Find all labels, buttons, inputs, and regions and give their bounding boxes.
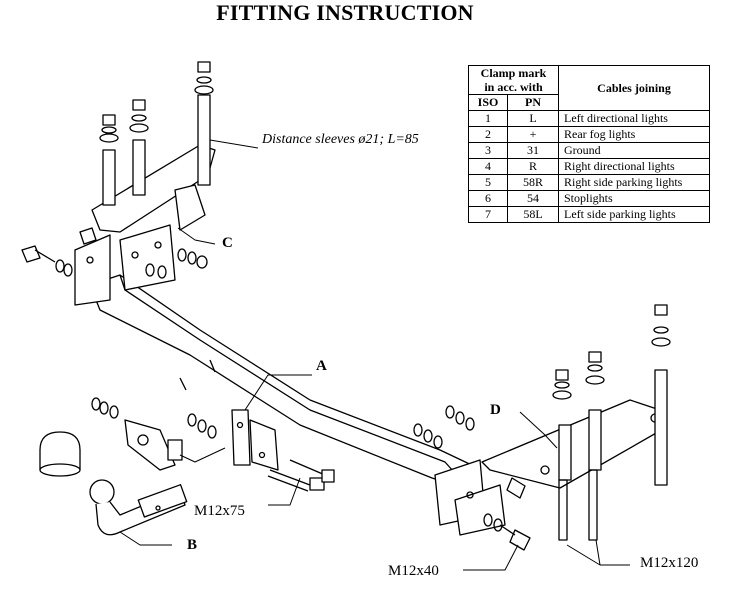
pn-header: PN [507,94,559,111]
left-bracket-c [74,144,216,306]
leader-lines [119,139,630,571]
right-side-bolts [413,405,531,551]
middle-bracket [231,409,335,492]
bolt-label-m12x120: M12x120 [640,555,699,571]
sleeves-label: Distance sleeves ø21; L=85 [262,132,419,147]
left-bolts [99,61,214,206]
page-title: FITTING INSTRUCTION [216,0,474,25]
left-side-bolts [21,227,208,279]
clamp-mark-header: Clamp mark in acc. with [468,65,559,95]
label-a: A [316,358,327,374]
socket-plate [91,397,217,471]
bolt-label-m12x40: M12x40 [388,563,439,579]
label-d: D [490,402,501,418]
cables-joining-table: Clamp mark in acc. with Cables joining I… [468,65,710,223]
cables-joining-header: Cables joining [558,65,710,111]
label-c: C [222,235,233,251]
bolt-label-m12x75: M12x75 [194,503,245,519]
right-bolts [552,304,671,541]
table-row: 2+Rear fog lights [468,126,710,143]
iso-header: ISO [468,94,508,111]
ball-cap [39,431,81,477]
label-b: B [187,537,198,553]
right-bracket-d [434,399,666,536]
ball-neck-b [89,479,188,536]
